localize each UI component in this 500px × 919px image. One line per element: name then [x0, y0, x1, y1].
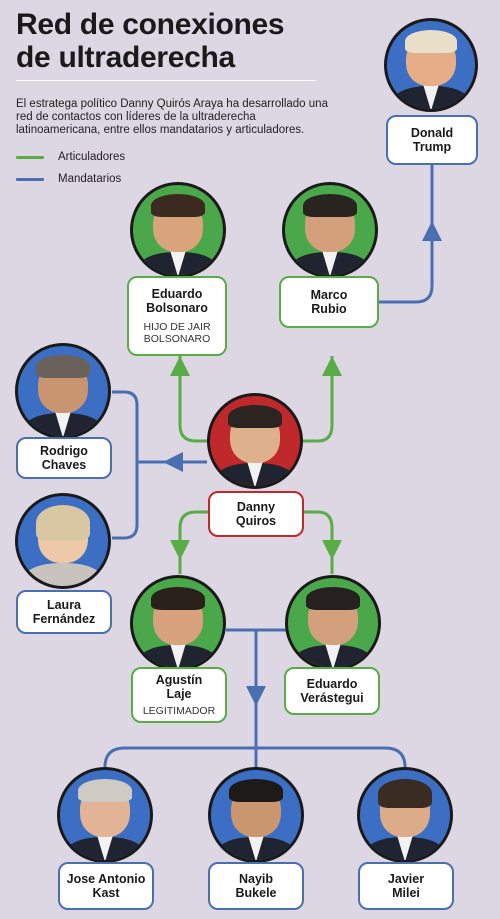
verastegui-photo — [285, 575, 381, 671]
bolsonaro-name-line2: Bolsonaro — [146, 301, 208, 315]
bolsonaro-role-line1: HIJO DE JAIR — [143, 321, 211, 333]
rubio-name-line2: Rubio — [311, 302, 347, 316]
bolsonaro-card: Eduardo Bolsonaro HIJO DE JAIR BOLSONARO — [127, 276, 227, 356]
link-quiros-verastegui — [302, 510, 334, 574]
arrow-to-rubio — [322, 356, 342, 376]
fernandez-name-line2: Fernández — [32, 612, 96, 626]
rubio-name-line1: Marco — [310, 288, 348, 302]
bukele-photo — [208, 767, 304, 863]
kast-photo — [57, 767, 153, 863]
bukele-name-line2: Bukele — [235, 886, 277, 900]
arrow-to-verastegui — [322, 540, 342, 560]
fernandez-name-line1: Laura — [46, 598, 82, 612]
link-quiros-laje — [178, 510, 208, 574]
arrow-to-chaves — [163, 452, 183, 472]
milei-photo — [357, 767, 453, 863]
laje-name-line1: Agustín — [155, 673, 203, 687]
trump-name-line2: Trump — [412, 140, 452, 154]
quiros-card: Danny Quiros — [208, 491, 304, 537]
laje-role: LEGITIMADOR — [142, 705, 216, 717]
fernandez-card: Laura Fernández — [16, 590, 112, 634]
laje-photo — [130, 575, 226, 671]
trump-photo — [384, 18, 478, 112]
fernandez-photo — [15, 493, 111, 589]
bolsonaro-role-line2: BOLSONARO — [143, 333, 211, 345]
legend-label-articuladores: Articuladores — [58, 151, 126, 163]
arrow-to-trump — [422, 221, 442, 241]
kast-name-line2: Kast — [92, 886, 120, 900]
bolsonaro-photo — [130, 182, 226, 278]
legend-green-swatch — [16, 155, 44, 159]
quiros-name-line2: Quiros — [235, 514, 277, 528]
title-divider — [16, 80, 316, 81]
title-line-2: de ultraderecha — [16, 41, 235, 74]
chaves-name-line1: Rodrigo — [40, 444, 88, 458]
link-rubio-trump — [378, 165, 434, 304]
link-quiros-rubio — [302, 356, 334, 443]
milei-card: Javier Milei — [358, 862, 454, 910]
rubio-card: Marco Rubio — [279, 276, 379, 328]
chaves-photo — [15, 343, 111, 439]
trump-card: Donald Trump — [386, 115, 478, 165]
legend-blue-swatch — [16, 177, 44, 181]
link-quiros-bolsonaro — [178, 356, 228, 443]
legend-item-mandatarios: Mandatarios — [16, 172, 121, 186]
verastegui-name-line2: Verástegui — [300, 691, 364, 705]
laje-card: Agustín Laje LEGITIMADOR — [131, 667, 227, 723]
kast-card: Jose Antonio Kast — [58, 862, 154, 910]
laje-name-line2: Laje — [166, 687, 192, 701]
milei-name-line1: Javier — [387, 872, 425, 886]
arrow-to-laje — [170, 540, 190, 560]
quiros-photo — [207, 393, 303, 489]
link-chaves-fernandez — [112, 390, 139, 540]
milei-name-line2: Milei — [392, 886, 420, 900]
chaves-name-line2: Chaves — [41, 458, 87, 472]
arrow-to-mandatarios — [246, 686, 266, 706]
verastegui-name-line1: Eduardo — [306, 677, 358, 691]
verastegui-card: Eduardo Verástegui — [284, 667, 380, 715]
kast-name-line1: Jose Antonio — [66, 872, 146, 886]
legend-label-mandatarios: Mandatarios — [58, 173, 122, 185]
page-title: Red de conexiones de ultraderecha — [16, 8, 285, 74]
title-line-1: Red de conexiones — [16, 8, 285, 41]
intro-text: El estratega político Danny Quirós Araya… — [16, 98, 328, 136]
quiros-name-line1: Danny — [236, 500, 276, 514]
rubio-photo — [282, 182, 378, 278]
legend-item-articuladores: Articuladores — [16, 150, 125, 164]
chaves-card: Rodrigo Chaves — [16, 437, 112, 479]
bolsonaro-name-line1: Eduardo — [151, 287, 203, 301]
bukele-card: Nayib Bukele — [208, 862, 304, 910]
trump-name-line1: Donald — [410, 126, 454, 140]
bukele-name-line1: Nayib — [238, 872, 274, 886]
arrow-to-bolsonaro — [170, 356, 190, 376]
